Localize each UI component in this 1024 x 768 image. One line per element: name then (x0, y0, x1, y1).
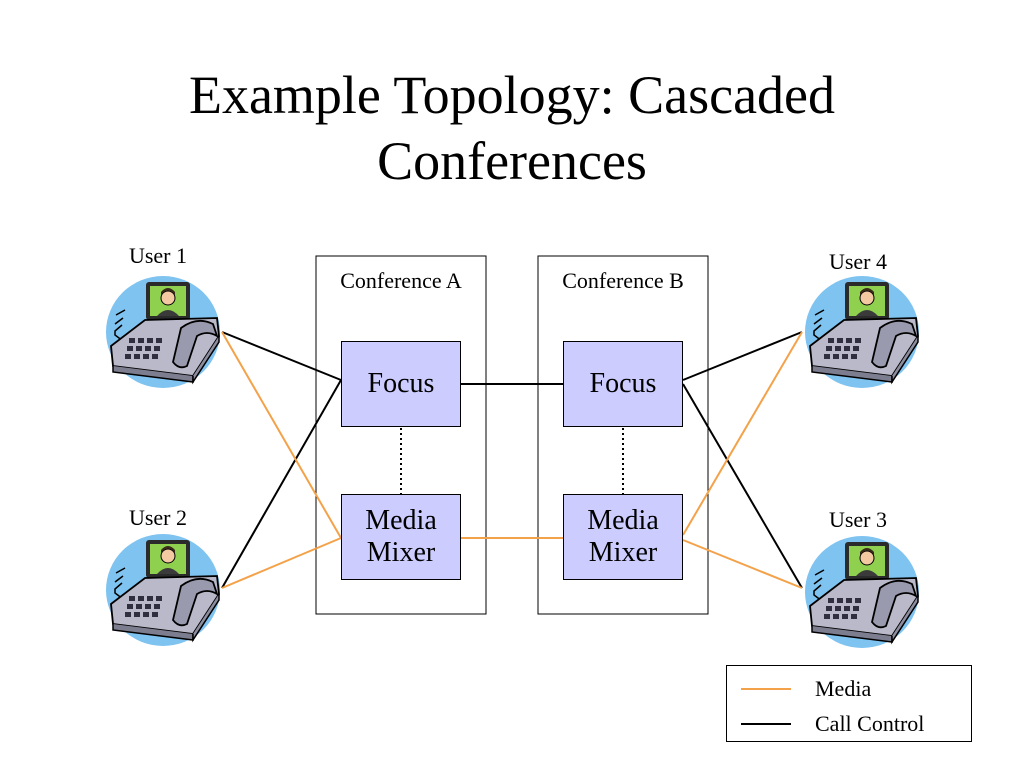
focus-a-label: Focus (367, 368, 435, 399)
focus-b-label: Focus (589, 368, 657, 399)
user-1-label: User 1 (128, 243, 188, 268)
media-user2-mixer-a (221, 537, 342, 589)
media-mixer-b-user3 (682, 539, 803, 589)
focus-b-node: Focus (563, 341, 683, 427)
call-control-focus-b-user4 (682, 331, 803, 381)
mixer-a-label-line1: Media (365, 505, 437, 536)
mixer-b-label-line2: Mixer (588, 537, 658, 568)
focus-a-node: Focus (341, 341, 461, 427)
title-line-2: Conferences (377, 131, 647, 191)
call-control-user1-focus-a (221, 331, 342, 381)
legend-call-control: Call Control (741, 711, 924, 737)
user-3-label: User 3 (828, 507, 888, 532)
media-mixer-b-node: Media Mixer (563, 494, 683, 580)
legend: Media Call Control (726, 665, 972, 742)
call-control-focus-b-user3 (682, 383, 803, 589)
conference-b-label: Conference B (562, 268, 684, 293)
video-phone-icon (105, 275, 221, 389)
mixer-a-label-line2: Mixer (366, 537, 436, 568)
video-phone-icon (105, 533, 221, 647)
title-line-1: Example Topology: Cascaded (188, 65, 836, 125)
video-phone-icon (804, 275, 920, 389)
legend-media-label: Media (815, 676, 872, 701)
media-mixer-a-node: Media Mixer (341, 494, 461, 580)
video-phone-icon (804, 535, 920, 649)
slide-title: Example Topology: Cascaded Conferences (0, 62, 1024, 194)
call-control-user2-focus-a (221, 379, 342, 589)
legend-call-control-label: Call Control (815, 711, 925, 736)
legend-media-swatch (741, 688, 791, 690)
media-user1-mixer-a (221, 331, 342, 539)
conference-a-label: Conference A (340, 268, 462, 293)
media-mixer-b-user4 (682, 331, 803, 536)
mixer-b-label-line1: Media (587, 505, 659, 536)
user-2-label: User 2 (128, 505, 188, 530)
legend-media: Media (741, 676, 871, 702)
user-4-label: User 4 (828, 249, 888, 274)
legend-call-control-swatch (741, 723, 791, 725)
